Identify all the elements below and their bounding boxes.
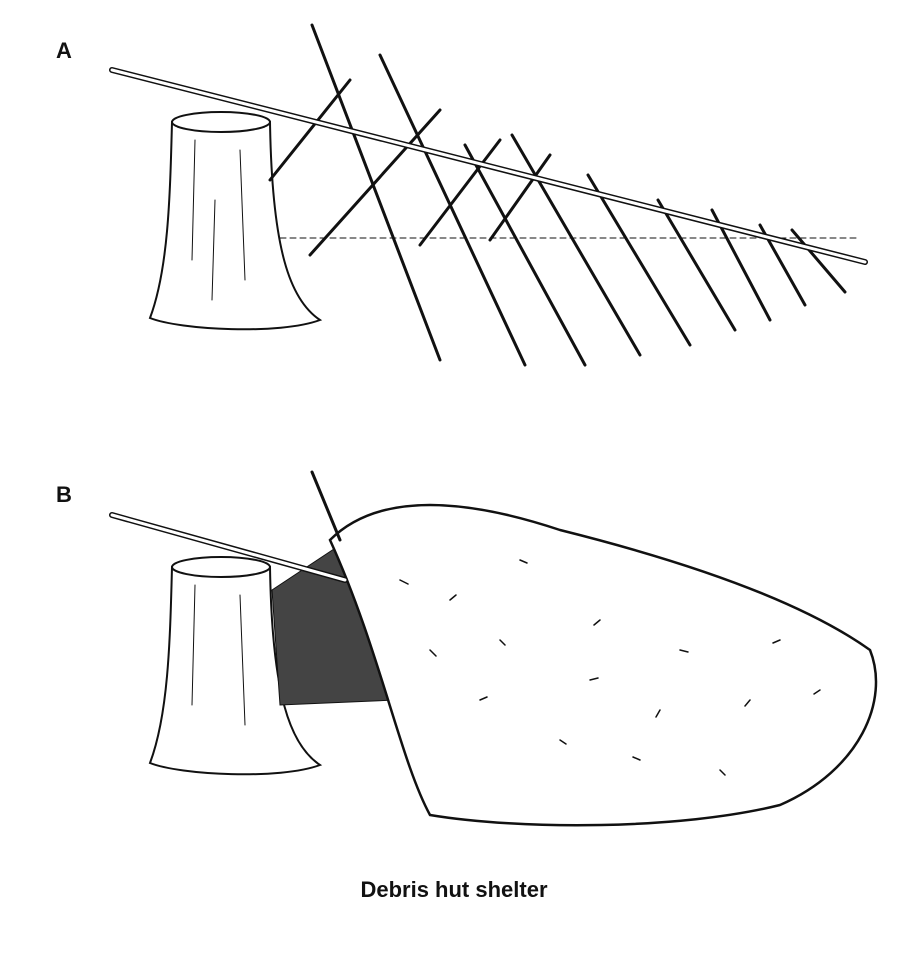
ribs-a — [268, 23, 847, 367]
panel-a-framework — [109, 23, 868, 367]
debris-mound — [328, 503, 878, 827]
panel-label-a: A — [56, 38, 72, 63]
tree-stump-a — [148, 111, 323, 331]
tree-stump-b — [148, 556, 323, 776]
panel-label-b: B — [56, 482, 72, 507]
figure-caption: Debris hut shelter — [360, 877, 548, 902]
panel-b-shelter — [109, 470, 878, 827]
